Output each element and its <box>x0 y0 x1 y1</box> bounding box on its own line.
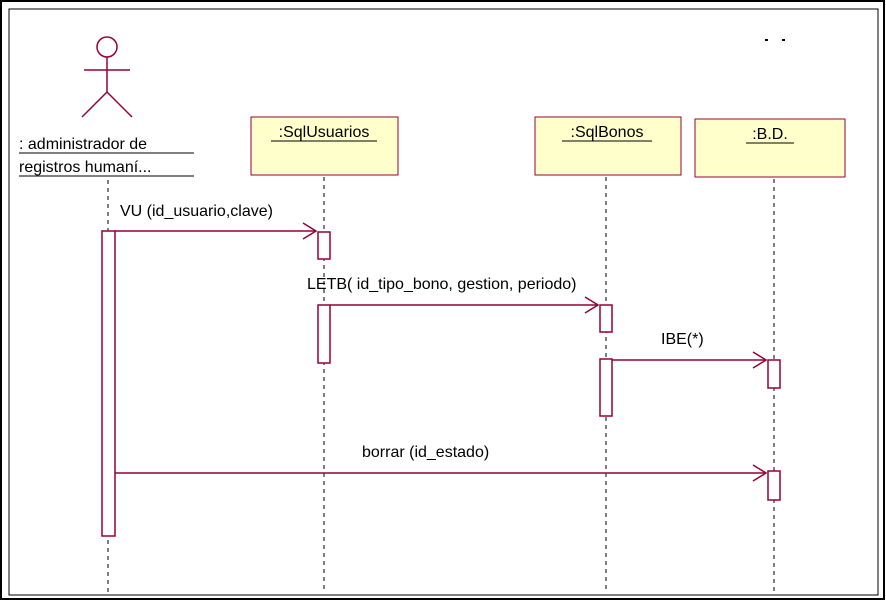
activation-sql-usuarios-1 <box>317 231 331 260</box>
activation-bars <box>101 230 781 537</box>
message-letb-label: LETB( id_tipo_bono, gestion, periodo) <box>307 276 577 293</box>
message-arrows <box>115 222 768 482</box>
object-label-sql-bonos: :SqlBonos <box>571 124 644 141</box>
activation-sql-bonos-2 <box>599 358 613 417</box>
activation-actor <box>101 230 116 537</box>
actor-label-line2: registros humaní... <box>19 159 152 176</box>
object-label-bd: :B.D. <box>752 126 788 143</box>
message-borrar-arrowhead <box>752 464 768 482</box>
message-borrar-label: borrar (id_estado) <box>362 444 489 461</box>
message-ibe-arrowhead <box>752 351 768 369</box>
activation-bd-1 <box>767 359 781 389</box>
lifelines <box>107 177 775 592</box>
activation-sql-usuarios-2 <box>317 304 331 364</box>
message-ibe-label: IBE(*) <box>661 331 704 348</box>
message-letb-arrowhead <box>584 296 600 314</box>
corner-marks <box>765 39 785 41</box>
object-sql-bonos[interactable]: :SqlBonos <box>534 116 682 176</box>
object-bd[interactable]: :B.D. <box>694 118 846 178</box>
message-vu-label: VU (id_usuario,clave) <box>120 203 273 220</box>
object-sql-usuarios[interactable]: :SqlUsuarios <box>250 116 399 176</box>
diagram-inner-frame <box>8 8 879 596</box>
stick-figure-actor-icon[interactable] <box>81 36 133 118</box>
activation-bd-2 <box>767 470 781 501</box>
activation-sql-bonos-1 <box>599 304 613 333</box>
actor-label-line1: : administrador de <box>19 136 147 153</box>
object-label-sql-usuarios: :SqlUsuarios <box>279 124 370 141</box>
message-vu-arrowhead <box>302 222 318 240</box>
